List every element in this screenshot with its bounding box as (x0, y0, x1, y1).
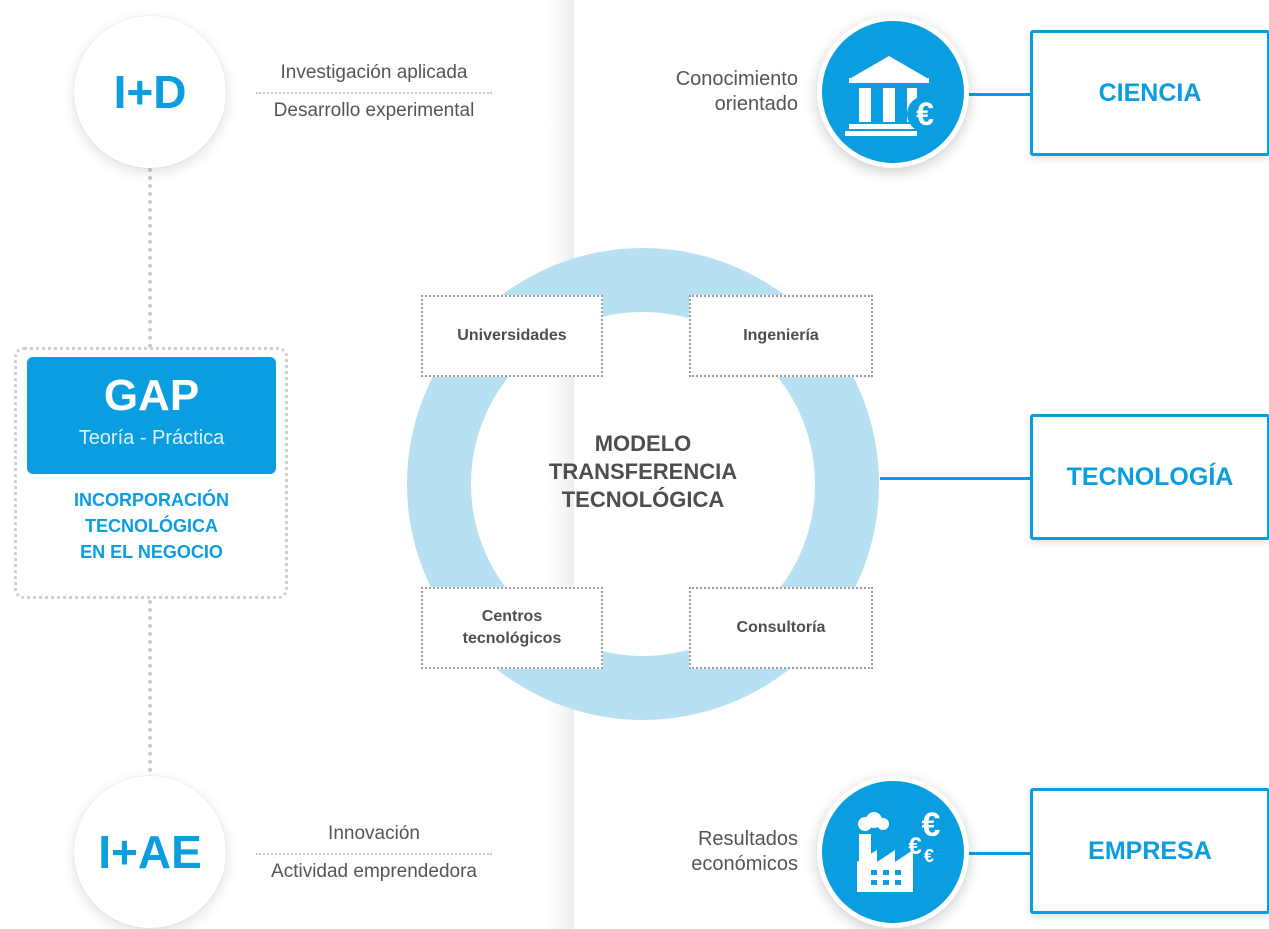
node-centros-line1: Centros (481, 608, 543, 625)
ring-title-line1: MODELO (594, 431, 692, 456)
node-consultoria-label: Consultoría (736, 619, 826, 636)
node-universidades-label: Universidades (457, 327, 567, 344)
iae-line1: Innovación (328, 823, 420, 844)
node-ingenieria-label: Ingeniería (743, 327, 819, 344)
iae-label: I+AE (98, 826, 202, 878)
factory-euro-icon: € € € (857, 806, 941, 892)
iae-separator (256, 853, 492, 855)
iae-line2: Actividad emprendedora (271, 861, 477, 882)
gap-title: GAP (103, 371, 200, 420)
tecnologia-connector (880, 477, 1032, 480)
node-ingenieria: Ingeniería (689, 295, 873, 377)
gap-caption-line3: EN EL NEGOCIO (80, 542, 223, 562)
node-universidades: Universidades (421, 295, 603, 377)
id-separator (256, 92, 492, 94)
id-line2: Desarrollo experimental (273, 100, 475, 121)
connector-dots-top (148, 168, 152, 348)
id-label: I+D (113, 66, 187, 118)
node-centros-line2: tecnológicos (462, 630, 562, 647)
id-line1: Investigación aplicada (280, 62, 468, 83)
gap-box: GAP Teoría - Práctica (27, 357, 276, 474)
empresa-label: Resultados económicos (620, 827, 798, 877)
ring-title-line3: TECNOLÓGICA (561, 487, 725, 512)
ciencia-label: Conocimiento orientado (620, 67, 798, 117)
iae-circle: I+AE (74, 776, 226, 928)
factory-euro-symbol-small: € (924, 846, 934, 866)
node-centros: Centros tecnológicos (421, 587, 603, 669)
ring-title: MODELO TRANSFERENCIA TECNOLÓGICA (502, 430, 784, 514)
empresa-circle: € € € (817, 776, 969, 928)
tecnologia-box: TECNOLOGÍA (1030, 414, 1269, 540)
ciencia-label-line1: Conocimiento (675, 68, 798, 90)
ring-title-line2: TRANSFERENCIA (548, 459, 738, 484)
ciencia-connector (960, 93, 1032, 96)
ciencia-box-label: CIENCIA (1098, 78, 1202, 107)
node-consultoria: Consultoría (689, 587, 873, 669)
empresa-box: EMPRESA (1030, 788, 1269, 914)
empresa-connector (960, 852, 1032, 855)
gap-caption-line2: TECNOLÓGICA (85, 516, 218, 536)
factory-euro-symbol-large: € (922, 806, 941, 844)
id-circle: I+D (74, 16, 226, 168)
ciencia-box: CIENCIA (1030, 30, 1269, 156)
tecnologia-box-label: TECNOLOGÍA (1066, 462, 1234, 491)
empresa-label-line1: Resultados (697, 828, 798, 850)
iae-description: Innovación Actividad emprendedora (248, 823, 500, 883)
id-description: Investigación aplicada Desarrollo experi… (248, 62, 500, 122)
connector-dots-bottom (148, 600, 152, 780)
factory-euro-symbol-medium: € (908, 833, 921, 860)
gap-caption: INCORPORACIÓN TECNOLÓGICA EN EL NEGOCIO (27, 487, 276, 565)
empresa-label-line2: económicos (691, 853, 798, 875)
empresa-box-label: EMPRESA (1088, 836, 1212, 865)
gap-subtitle: Teoría - Práctica (78, 427, 225, 449)
bank-euro-symbol: € (916, 96, 934, 132)
ciencia-circle: € (817, 16, 969, 168)
gap-caption-line1: INCORPORACIÓN (73, 490, 229, 510)
ciencia-label-line2: orientado (714, 93, 798, 115)
bank-euro-icon: € (845, 56, 943, 136)
gap-frame (14, 347, 288, 599)
